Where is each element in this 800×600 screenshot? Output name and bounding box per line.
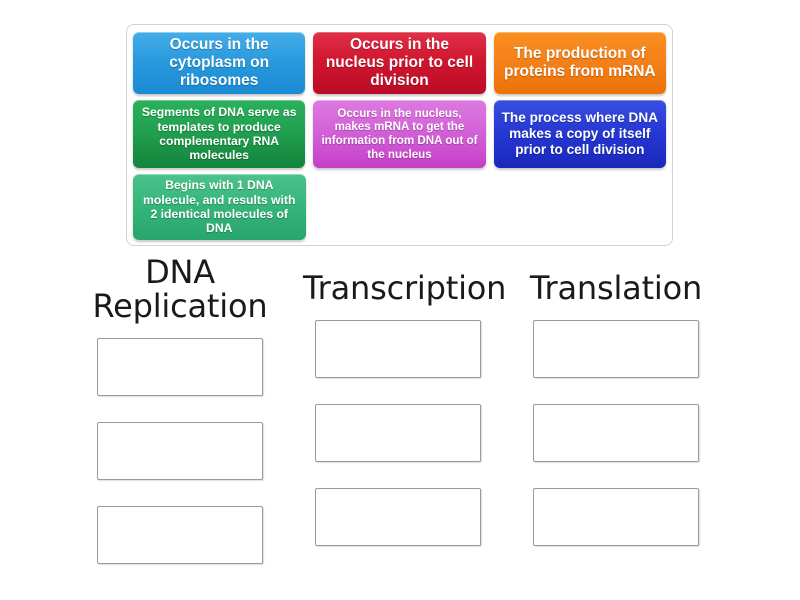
slot-group-transcription	[315, 319, 481, 546]
tile-row-3: Begins with 1 DNA molecule, and results …	[133, 174, 666, 240]
tile-segments-of-dna[interactable]: Segments of DNA serve as templates to pr…	[133, 100, 306, 168]
tile-nucleus-prior-division[interactable]: Occurs in the nucleus prior to cell divi…	[313, 32, 486, 94]
drop-slot-translation-2[interactable]	[533, 403, 699, 462]
drop-slot-dna-replication-3[interactable]	[97, 505, 263, 564]
slot-group-dna-replication	[97, 337, 263, 564]
tile-row-2: Segments of DNA serve as templates to pr…	[133, 100, 666, 168]
tile-label: The production of proteins from mRNA	[504, 44, 656, 80]
column-title-translation: Translation	[529, 269, 703, 307]
drop-slot-translation-3[interactable]	[533, 487, 699, 546]
drop-slot-transcription-3[interactable]	[315, 487, 481, 546]
drop-slot-transcription-1[interactable]	[315, 319, 481, 378]
tile-process-dna-copy[interactable]: The process where DNA makes a copy of it…	[493, 100, 666, 168]
column-dna-replication: DNA Replication	[80, 255, 280, 564]
tile-label: Occurs in the nucleus, makes mRNA to get…	[321, 106, 478, 161]
tile-begins-with-1-dna[interactable]: Begins with 1 DNA molecule, and results …	[133, 174, 306, 240]
tile-row-3-empty-slot-b	[494, 174, 666, 240]
category-columns: DNA Replication Transcription Translatio…	[80, 255, 720, 564]
drop-slot-transcription-2[interactable]	[315, 403, 481, 462]
column-title-dna-replication: DNA Replication	[92, 253, 268, 325]
tile-label: Begins with 1 DNA molecule, and results …	[143, 178, 296, 236]
tile-occurs-in-nucleus-mrna[interactable]: Occurs in the nucleus, makes mRNA to get…	[313, 100, 486, 168]
tile-row-3-empty-slot-a	[314, 174, 486, 240]
drop-slot-translation-1[interactable]	[533, 319, 699, 378]
tile-production-of-proteins[interactable]: The production of proteins from mRNA	[493, 32, 666, 94]
tile-label: Occurs in the nucleus prior to cell divi…	[325, 35, 474, 90]
tile-label: Occurs in the cytoplasm on ribosomes	[169, 35, 270, 90]
slot-group-translation	[533, 319, 699, 546]
tile-row-1: Occurs in the cytoplasm on ribosomes Occ…	[133, 32, 666, 94]
answer-tile-bank: Occurs in the cytoplasm on ribosomes Occ…	[126, 24, 673, 246]
tile-label: Segments of DNA serve as templates to pr…	[141, 105, 297, 163]
tile-cytoplasm-ribosomes[interactable]: Occurs in the cytoplasm on ribosomes	[133, 32, 306, 94]
column-transcription: Transcription	[298, 269, 507, 564]
tile-label: The process where DNA makes a copy of it…	[501, 109, 658, 158]
column-translation: Translation	[516, 269, 716, 564]
drop-slot-dna-replication-1[interactable]	[97, 337, 263, 396]
drop-slot-dna-replication-2[interactable]	[97, 421, 263, 480]
column-title-transcription: Transcription	[303, 269, 507, 307]
